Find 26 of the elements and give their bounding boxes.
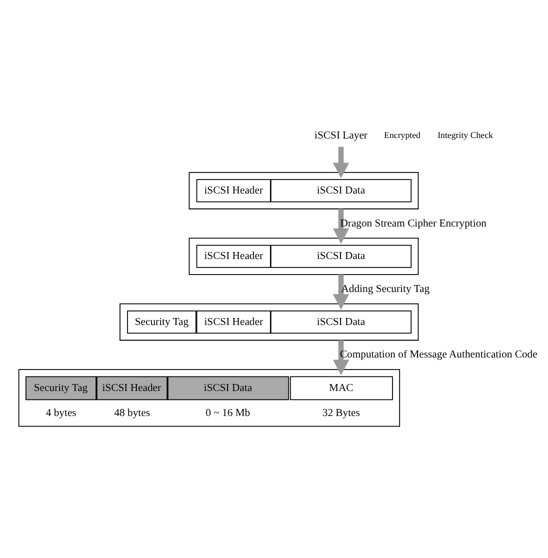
label: Encrypted [384, 130, 420, 140]
node-box: iSCSI Header [196, 179, 271, 202]
node-text: iSCSI Layer [314, 130, 368, 142]
arrow [332, 146, 350, 178]
node-box: iSCSI Header [196, 244, 271, 268]
node-label: 4 bytes [46, 408, 76, 420]
arrow [332, 274, 350, 310]
arrow [332, 340, 350, 376]
node-label: 0 ~ 16 Mb [206, 408, 250, 420]
cluster [18, 369, 400, 427]
cluster [188, 172, 419, 210]
edge-label: Computation of Message Authentication Code [340, 350, 538, 361]
node-label: 48 bytes [114, 408, 150, 420]
cluster [120, 303, 419, 341]
node-box: iSCSI Header [196, 310, 271, 334]
edge-label: Dragon Stream Cipher Encryption [340, 218, 486, 230]
node-box: iSCSI Data [270, 310, 412, 334]
node-box: iSCSI Data [270, 244, 412, 268]
node-box: MAC [290, 376, 393, 400]
edge-label: Adding Security Tag [341, 284, 430, 295]
node-box: iSCSI Data [270, 179, 412, 202]
node-label: 32 Bytes [322, 408, 360, 420]
arrow [332, 208, 350, 244]
cluster [188, 238, 419, 275]
label: Integrity Check [438, 130, 493, 140]
node-box: Security Tag [127, 310, 196, 334]
